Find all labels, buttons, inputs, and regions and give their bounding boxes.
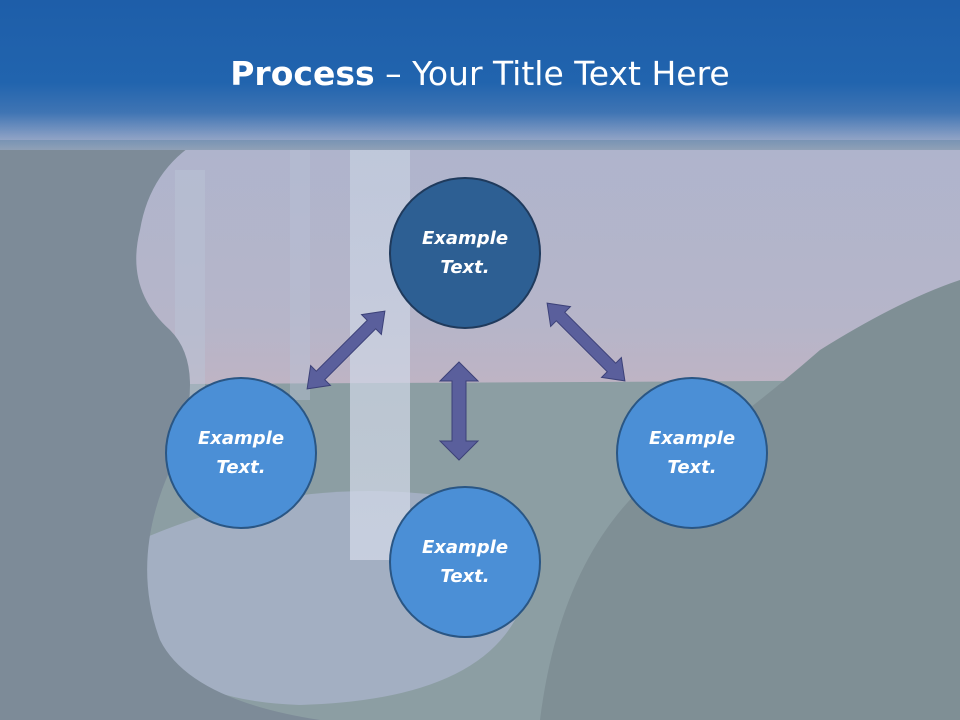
arrow-top-right: [546, 302, 626, 382]
title-bold: Process: [230, 54, 375, 93]
node-top-label: Example Text.: [421, 228, 509, 278]
title-band: [0, 0, 960, 150]
node-bottom: Example Text.: [389, 486, 541, 638]
node-left: Example Text.: [165, 377, 317, 529]
title-rest: – Your Title Text Here: [374, 54, 730, 93]
node-bottom-label: Example Text.: [421, 537, 509, 587]
arrow-top-left: [306, 310, 386, 390]
arrow-vertical: [438, 361, 480, 461]
node-right-label: Example Text.: [648, 428, 736, 478]
node-left-label: Example Text.: [197, 428, 285, 478]
node-top: Example Text.: [389, 177, 541, 329]
node-right: Example Text.: [616, 377, 768, 529]
slide-title: Process – Your Title Text Here: [0, 52, 960, 96]
